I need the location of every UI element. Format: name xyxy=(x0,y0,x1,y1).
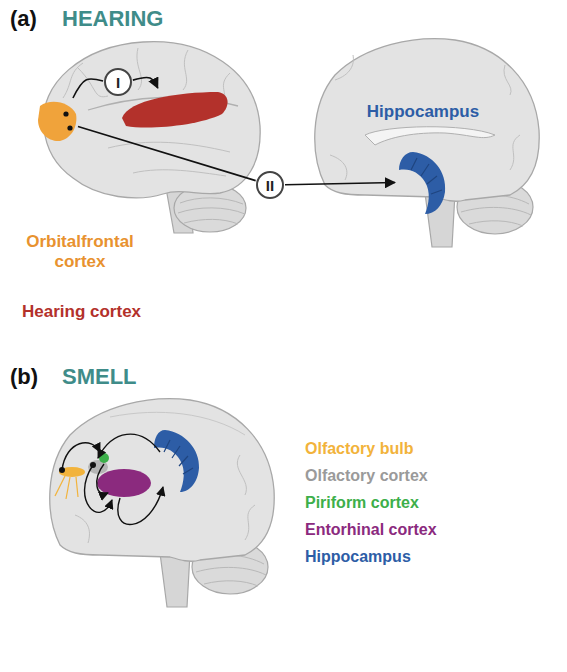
brain-region: Hearing cortex xyxy=(118,88,230,130)
path-dot xyxy=(63,111,68,116)
path-dot xyxy=(67,125,72,130)
medial-brain xyxy=(50,399,274,607)
illustration-part xyxy=(461,207,531,215)
illustration-part xyxy=(63,63,83,98)
region-shape-part xyxy=(399,152,445,214)
illustration-part xyxy=(196,567,266,575)
illustration-part xyxy=(118,487,163,525)
region-shape xyxy=(395,148,447,216)
illustration-part xyxy=(66,477,70,499)
region-label: Hearing cortex xyxy=(22,302,141,322)
step-circle: I xyxy=(104,68,132,96)
illustration-part xyxy=(98,434,160,458)
panel-title: HEARING xyxy=(62,6,163,32)
region-label: Olfactory cortex xyxy=(305,467,428,485)
illustration-part xyxy=(108,142,230,152)
illustration-part xyxy=(178,208,245,214)
region-label: Entorhinal cortex xyxy=(305,521,437,539)
step-circle: II xyxy=(256,171,284,199)
callout-number: I xyxy=(116,75,120,90)
panel-letter: (b) xyxy=(10,364,38,390)
region-shape-part xyxy=(411,158,442,194)
illustration-part xyxy=(184,219,238,224)
illustration-part xyxy=(365,127,495,145)
illustration-part xyxy=(55,476,65,496)
region-label: Orbitalfrontal cortex xyxy=(10,232,150,272)
region-shape xyxy=(118,88,230,130)
illustration-part xyxy=(76,477,78,497)
illustration-part xyxy=(204,581,258,586)
illustration-part xyxy=(110,412,245,435)
connector-arrow xyxy=(285,183,395,185)
region-label: Olfactory bulb xyxy=(305,440,413,458)
panel-letter: (a) xyxy=(10,6,37,32)
brain-region: Hippocampus xyxy=(395,148,447,216)
illustration-part xyxy=(469,221,523,226)
illustration-part xyxy=(335,55,353,80)
region-shape xyxy=(36,98,78,142)
illustration-part xyxy=(133,170,226,176)
illustration-part xyxy=(97,469,151,497)
callout-number: II xyxy=(266,178,274,193)
illustration-part xyxy=(510,135,520,170)
connector-arrow xyxy=(73,79,103,98)
illustration-part xyxy=(75,515,89,543)
illustration-part xyxy=(137,48,142,90)
illustration-part xyxy=(180,198,243,204)
brain-region: Orbitalfrontal cortex xyxy=(36,98,78,142)
connector-arrow xyxy=(133,78,158,88)
illustration-part xyxy=(183,50,188,90)
illustration-part xyxy=(245,505,255,540)
panel-title: SMELL xyxy=(62,364,137,390)
illustration-part xyxy=(85,465,112,512)
illustration-part xyxy=(154,430,199,492)
illustration-part xyxy=(50,399,274,561)
lateral-brain xyxy=(43,42,260,233)
region-shape-part xyxy=(122,92,228,128)
medial-brain xyxy=(315,39,539,247)
smell-regions xyxy=(55,430,199,525)
illustration-part xyxy=(62,443,100,470)
illustration-part xyxy=(237,455,246,495)
illustration-part xyxy=(164,440,193,474)
region-shape-part xyxy=(38,102,76,141)
illustration-part xyxy=(97,464,108,494)
illustration-part xyxy=(504,65,511,95)
region-label: Hippocampus xyxy=(356,102,490,122)
connector-arrow xyxy=(78,126,256,180)
region-label: Hippocampus xyxy=(305,548,411,566)
region-label: Piriform cortex xyxy=(305,494,419,512)
illustration-part xyxy=(330,155,347,180)
